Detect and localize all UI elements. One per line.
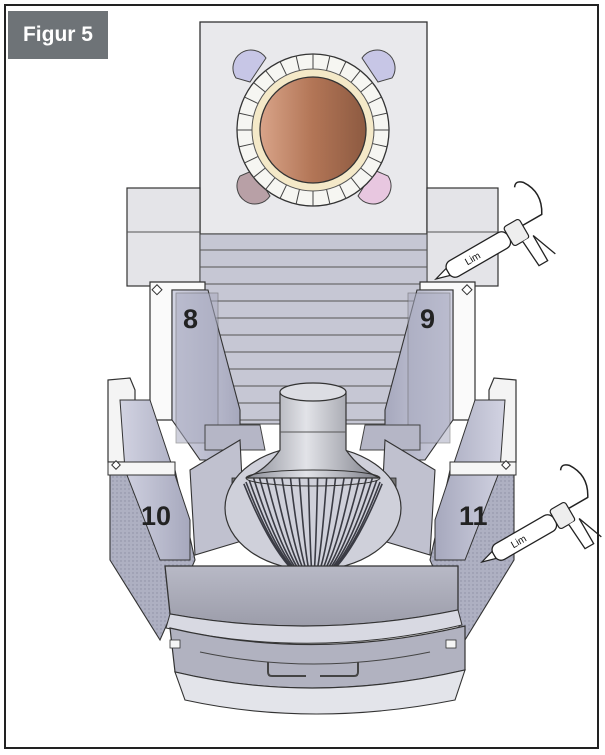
- panel-8: [149, 281, 241, 461]
- part-number-9: 9: [420, 304, 435, 334]
- part-number-10: 10: [141, 501, 171, 531]
- glue-gun-top: Lim: [433, 181, 556, 281]
- insulation-ring: [237, 54, 389, 206]
- panel-9: [384, 281, 476, 461]
- front-tray: [164, 565, 466, 715]
- part-number-11: 11: [459, 501, 488, 531]
- glue-gun-bottom: Lim: [479, 464, 602, 564]
- chimney-block: [199, 21, 428, 235]
- figure-label: Figur 5: [8, 11, 108, 59]
- part-number-8: 8: [183, 304, 198, 334]
